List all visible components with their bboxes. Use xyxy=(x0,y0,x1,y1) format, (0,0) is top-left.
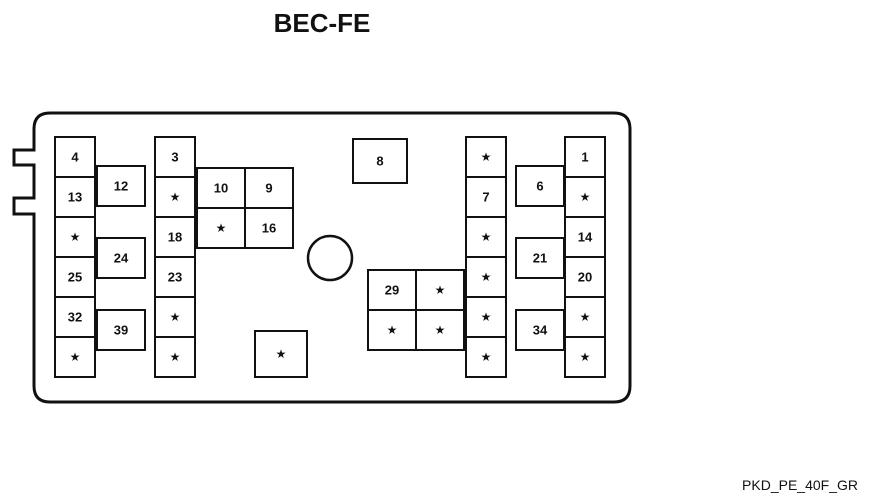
fuse-slot-label: 4 xyxy=(71,150,79,165)
fuse-slot xyxy=(154,296,196,338)
fuse-slot-label: 18 xyxy=(168,230,182,245)
unused-slot-marker: ★ xyxy=(70,230,81,244)
relay-slot-label: 6 xyxy=(536,179,543,194)
fuse-slot-label: 13 xyxy=(68,190,82,205)
fuse-slot xyxy=(54,296,96,338)
fuse-slot-label: 9 xyxy=(265,181,272,196)
fuse-slot xyxy=(154,336,196,378)
relay-slot-label: 12 xyxy=(114,179,128,194)
fuse-slot xyxy=(154,136,196,178)
unused-slot-marker: ★ xyxy=(276,347,287,361)
unused-slot-marker: ★ xyxy=(170,350,181,364)
relay-slot-label: 24 xyxy=(114,251,129,266)
fuse-slot-label: 3 xyxy=(171,150,178,165)
fuse-slot-label: 32 xyxy=(68,310,82,325)
unused-slot-marker: ★ xyxy=(170,310,181,324)
relay-slot xyxy=(96,237,146,279)
fuse-slot-label: 16 xyxy=(262,221,276,236)
fuse-box-housing xyxy=(12,111,632,404)
unused-slot-marker: ★ xyxy=(435,283,446,297)
unused-slot-marker: ★ xyxy=(481,350,492,364)
fuse-slot-label: 7 xyxy=(482,190,489,205)
fuse-slot xyxy=(465,216,507,258)
unused-slot-marker: ★ xyxy=(580,310,591,324)
fuse-slot xyxy=(196,207,246,249)
relay-slot-label: 8 xyxy=(376,154,383,169)
unused-slot-marker: ★ xyxy=(387,323,398,337)
fuse-slot-label: 29 xyxy=(385,283,399,298)
fuse-slot-label: 1 xyxy=(581,150,588,165)
unused-slot-marker: ★ xyxy=(481,270,492,284)
unused-slot-marker: ★ xyxy=(580,350,591,364)
unused-slot-marker: ★ xyxy=(170,190,181,204)
mounting-hole xyxy=(306,234,354,282)
unused-slot-marker: ★ xyxy=(481,310,492,324)
fuse-slot xyxy=(54,336,96,378)
fuse-slot xyxy=(564,296,606,338)
fuse-slot xyxy=(564,256,606,298)
unused-slot-marker: ★ xyxy=(580,190,591,204)
relay-slot-label: 39 xyxy=(114,323,128,338)
relay-slot xyxy=(515,309,565,351)
relay-slot xyxy=(96,165,146,207)
unused-slot-marker: ★ xyxy=(216,221,227,235)
fuse-slot xyxy=(465,256,507,298)
fuse-slot xyxy=(465,296,507,338)
unused-slot-marker: ★ xyxy=(435,323,446,337)
fuse-slot xyxy=(54,176,96,218)
relay-slot xyxy=(352,138,408,184)
unused-slot-marker: ★ xyxy=(481,230,492,244)
fuse-slot xyxy=(564,336,606,378)
fuse-slot xyxy=(415,309,465,351)
figure-code: PKD_PE_40F_GR xyxy=(742,477,858,493)
relay-slot-label: 21 xyxy=(533,251,547,266)
fuse-slot-label: 25 xyxy=(68,270,82,285)
fuse-slot xyxy=(465,176,507,218)
fuse-slot xyxy=(154,176,196,218)
fuse-slot xyxy=(465,336,507,378)
relay-slot xyxy=(515,165,565,207)
relay-slot-label: 34 xyxy=(533,323,548,338)
relay-slot xyxy=(254,330,308,378)
fuse-slot xyxy=(564,176,606,218)
fuse-slot-label: 20 xyxy=(578,270,592,285)
fuse-slot-label: 14 xyxy=(578,230,593,245)
fuse-slot xyxy=(564,216,606,258)
fuse-slot-label: 10 xyxy=(214,181,228,196)
relay-slot xyxy=(96,309,146,351)
diagram-title: BEC-FE xyxy=(274,8,371,38)
unused-slot-marker: ★ xyxy=(70,350,81,364)
fuse-slot xyxy=(154,256,196,298)
fuse-slot-label: 23 xyxy=(168,270,182,285)
fuse-slot xyxy=(244,207,294,249)
unused-slot-marker: ★ xyxy=(481,150,492,164)
fuse-slot xyxy=(154,216,196,258)
